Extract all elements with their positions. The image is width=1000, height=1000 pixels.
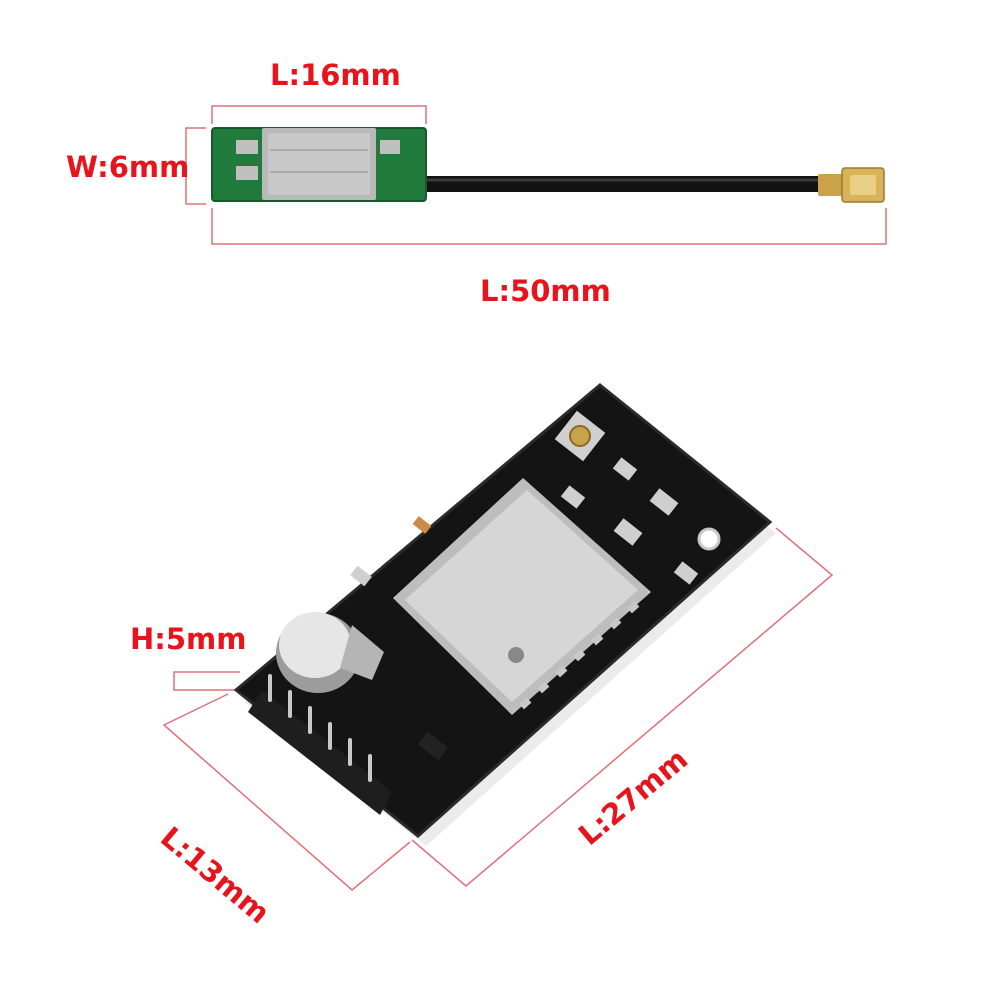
dimension-label-antenna-width: W:6mm — [66, 150, 190, 184]
dimension-label-antenna-length: L:16mm — [270, 58, 401, 92]
mounting-hole — [697, 527, 721, 551]
gps-board — [233, 383, 776, 846]
dim-line-27mm — [411, 527, 834, 887]
dim-line-13mm — [162, 693, 411, 891]
dimension-label-board-height: H:5mm — [130, 622, 247, 656]
pin-header — [248, 674, 392, 815]
dim-line-5mm — [173, 671, 240, 691]
dim-line-16mm — [211, 105, 427, 124]
antenna-module — [211, 127, 885, 203]
dimension-label-cable-length: L:50mm — [480, 274, 611, 308]
dim-line-50mm — [211, 208, 887, 245]
dim-line-6mm — [185, 127, 206, 205]
ipex-connector — [818, 174, 844, 196]
